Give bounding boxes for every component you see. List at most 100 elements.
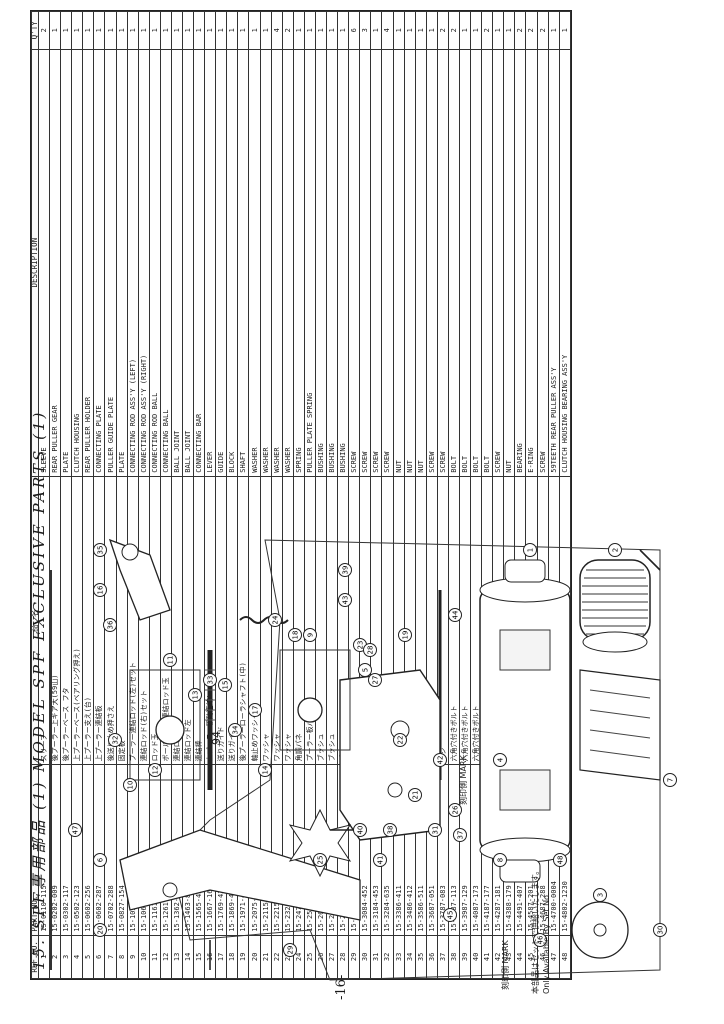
callout-number: 18 bbox=[292, 631, 300, 640]
qty-cell: 1 bbox=[370, 11, 382, 50]
callout-2: 2 bbox=[608, 543, 622, 557]
description-cell: SCREW bbox=[426, 49, 438, 477]
qty-cell: 1 bbox=[304, 11, 316, 50]
description-cell: 59TEETH REAR PULLER ASS'Y bbox=[548, 49, 560, 477]
callout-43: 43 bbox=[338, 593, 352, 607]
description-cell: NUT bbox=[415, 49, 427, 477]
callout-number: 23 bbox=[357, 641, 365, 650]
description-cell: BLOCK bbox=[226, 49, 238, 477]
set-note-en: Only Available By Set No. bbox=[542, 892, 551, 994]
callout-number: 20 bbox=[97, 926, 105, 935]
set-note-en-wrap: Only Available By Set No. bbox=[542, 893, 551, 994]
callout-14: 14 bbox=[258, 763, 272, 777]
mark-bottom-jp: 刻印側 bbox=[501, 966, 510, 990]
callout-number: 38 bbox=[387, 826, 395, 835]
description-cell: REAR PULLER GEAR bbox=[49, 49, 61, 477]
callout-28: 28 bbox=[363, 643, 377, 657]
mark-label-bottom: 刻印側 MARK bbox=[500, 940, 511, 990]
description-cell: SCREW bbox=[359, 49, 371, 477]
qty-cell: 1 bbox=[49, 11, 61, 50]
description-cell: BUSHING bbox=[337, 49, 349, 477]
callout-number: 43 bbox=[342, 596, 350, 605]
qty-cell: 1 bbox=[248, 11, 261, 50]
qty-cell: 1 bbox=[193, 11, 205, 50]
mark-bottom-en: MARK bbox=[501, 940, 510, 964]
dimension-label: 94 bbox=[210, 731, 223, 745]
callout-number: 40 bbox=[357, 826, 365, 835]
callout-number: 17 bbox=[252, 706, 260, 715]
callout-10: 10 bbox=[123, 778, 137, 792]
qty-cell: 1 bbox=[104, 11, 117, 50]
callout-8: 8 bbox=[493, 853, 507, 867]
description-cell: BALL JOINT bbox=[182, 49, 194, 477]
callout-number: 33 bbox=[207, 676, 215, 685]
qty-cell: 1 bbox=[82, 11, 94, 50]
callout-number: 7 bbox=[667, 778, 675, 782]
qty-cell: 4 bbox=[381, 11, 393, 50]
callout-number: 35 bbox=[97, 546, 105, 555]
qty-cell: 2 bbox=[514, 11, 526, 50]
qty-cell: 4 bbox=[271, 11, 283, 50]
qty-cell: 1 bbox=[160, 11, 172, 50]
callout-7: 7 bbox=[663, 773, 677, 787]
connecting-rod-assemblies bbox=[129, 649, 351, 781]
qty-cell: 3 bbox=[359, 11, 371, 50]
qty-cell: 1 bbox=[503, 11, 515, 50]
set-note: 本部品はセットで供給いたします。 bbox=[530, 867, 541, 994]
callout-number: 1 bbox=[527, 548, 535, 552]
description-cell: CONNECTING ROD ASS'Y (RIGHT) bbox=[138, 49, 150, 477]
callout-13: 13 bbox=[188, 688, 202, 702]
callout-45: 45 bbox=[443, 908, 457, 922]
callout-number: 22 bbox=[397, 736, 405, 745]
callout-25: 25 bbox=[313, 853, 327, 867]
description-cell: BALL JOINT bbox=[171, 49, 183, 477]
qty-cell: 1 bbox=[226, 11, 238, 50]
callout-number: 27 bbox=[372, 676, 380, 685]
page-number: -16- bbox=[334, 974, 349, 1000]
assembly-outline bbox=[169, 539, 661, 981]
callout-20: 20 bbox=[93, 923, 107, 937]
mark-label-top: 刻印側 MARK bbox=[458, 755, 469, 805]
callout-39: 39 bbox=[338, 563, 352, 577]
callout-number: 28 bbox=[367, 646, 375, 655]
description-cell: BUSHING bbox=[326, 49, 338, 477]
diagram-drawing: 1234567891011121314151617181920212223242… bbox=[68, 538, 677, 981]
callout-number: 24 bbox=[272, 615, 280, 624]
qty-cell: 2 bbox=[525, 11, 538, 50]
callout-number: 46 bbox=[537, 935, 545, 944]
description-cell: CONNECTING ROD BALL bbox=[149, 49, 161, 477]
clutch-housing-assembly bbox=[479, 559, 571, 883]
qty-cell: 2 bbox=[38, 11, 50, 50]
callout-17: 17 bbox=[248, 703, 262, 717]
description-cell: PLATE bbox=[60, 49, 72, 477]
callout-38: 38 bbox=[383, 823, 397, 837]
callout-48: 48 bbox=[553, 853, 567, 867]
callout-number: 31 bbox=[432, 826, 440, 835]
description-cell: SCREW bbox=[437, 49, 449, 477]
callout-31: 31 bbox=[428, 823, 442, 837]
description-cell: BOLT bbox=[470, 49, 482, 477]
description-cell: SCREW bbox=[381, 49, 393, 477]
callout-18: 18 bbox=[288, 628, 302, 642]
callout-number: 12 bbox=[152, 766, 160, 775]
callout-number: 21 bbox=[412, 791, 420, 800]
description-cell: NUT bbox=[404, 49, 416, 477]
qty-cell: 2 bbox=[537, 11, 549, 50]
callout-number: 34 bbox=[232, 725, 240, 734]
callout-30: 30 bbox=[653, 923, 667, 937]
callout-36: 36 bbox=[103, 618, 117, 632]
callout-number: 42 bbox=[437, 756, 445, 765]
callout-21: 21 bbox=[408, 788, 422, 802]
callout-24: 24 bbox=[268, 613, 282, 627]
callout-number: 2 bbox=[612, 548, 620, 552]
description-cell: PULLER GUIDE PLATE bbox=[104, 49, 117, 477]
callout-number: 45 bbox=[447, 911, 455, 920]
callout-number: 9 bbox=[307, 633, 315, 637]
description-cell: WASHER bbox=[260, 49, 272, 477]
description-cell: NUT bbox=[503, 49, 515, 477]
callout-37: 37 bbox=[453, 828, 467, 842]
callout-47: 47 bbox=[68, 823, 82, 837]
